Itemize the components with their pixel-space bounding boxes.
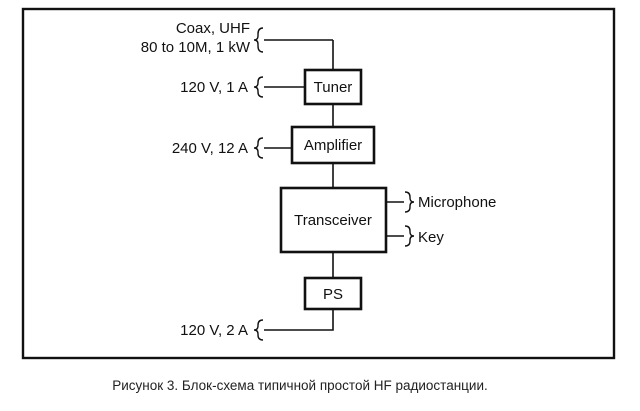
microphone-brace xyxy=(404,191,415,213)
coax-label-line2: 80 to 10M, 1 kW xyxy=(141,39,251,56)
amplifier-power-brace xyxy=(253,137,264,159)
transceiver-label: Transceiver xyxy=(294,212,372,229)
key-label: Key xyxy=(418,229,444,246)
ps-power-label: 120 V, 2 A xyxy=(180,322,248,339)
tuner-label: Tuner xyxy=(314,79,353,96)
ps-label: PS xyxy=(323,286,343,303)
ps-block: PS xyxy=(303,276,363,311)
diagram-border xyxy=(21,7,616,360)
tuner-power-label: 120 V, 1 A xyxy=(180,79,248,96)
key-brace xyxy=(404,225,415,247)
microphone-label: Microphone xyxy=(418,194,496,211)
signal-chain-wire xyxy=(264,40,334,331)
coax-brace xyxy=(253,27,264,53)
figure-caption: Рисунок 3. Блок-схема типичной простой H… xyxy=(112,378,488,393)
coax-label-line1: Coax, UHF xyxy=(176,20,250,37)
amplifier-label: Amplifier xyxy=(304,137,362,154)
amplifier-power-label: 240 V, 12 A xyxy=(172,140,248,157)
tuner-block: Tuner xyxy=(303,68,363,106)
tuner-power-brace xyxy=(253,76,264,98)
transceiver-block: Transceiver xyxy=(279,186,388,254)
ps-power-brace xyxy=(253,319,264,341)
amplifier-block: Amplifier xyxy=(290,125,376,165)
